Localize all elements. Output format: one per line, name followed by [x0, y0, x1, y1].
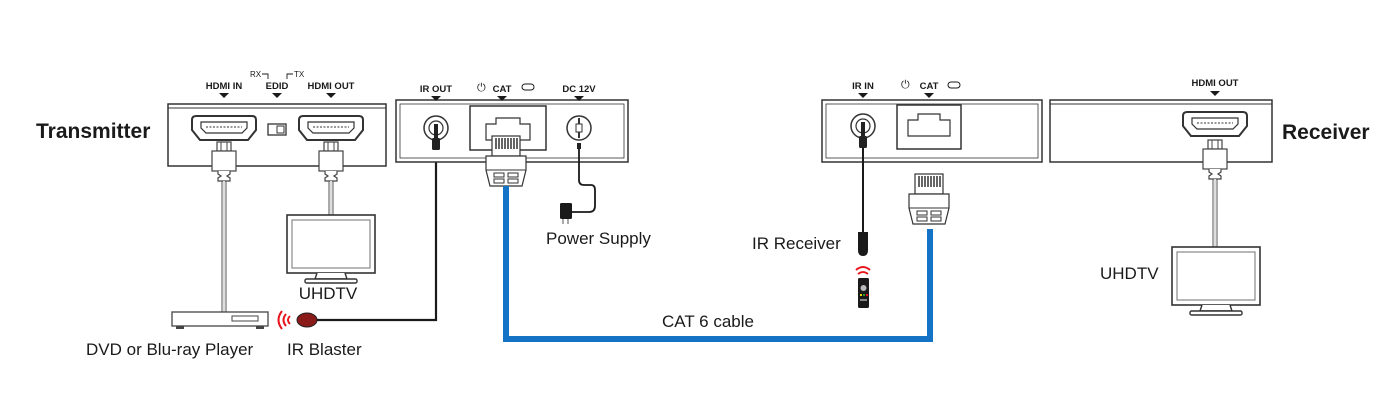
- link-indicator-icon: [521, 83, 535, 91]
- tx-display-label: UHDTV: [299, 284, 358, 303]
- hdmi-cable-rx-display: [1212, 179, 1218, 247]
- tx-hdmi-in-port: [191, 115, 257, 141]
- tx-uhdtv-icon: [286, 214, 376, 284]
- rx-cat-plug: [908, 173, 950, 225]
- tx-cat-plug: [485, 135, 527, 187]
- ir-remote-signal-icon: [855, 266, 871, 275]
- hdmi-in-arrow-icon: [219, 93, 229, 98]
- dc-12v-label: DC 12V: [562, 84, 596, 95]
- tx-hdmi-out-port: [298, 115, 364, 141]
- power-supply-icon: [560, 203, 572, 224]
- tx-cat-label: CAT: [493, 84, 512, 95]
- remote-control-icon: [858, 278, 869, 308]
- hdmi-cable-source: [221, 181, 227, 312]
- rx-hdmi-out-label: HDMI OUT: [1192, 78, 1239, 89]
- power-indicator-icon: ⏻: [477, 82, 486, 94]
- ir-out-label: IR OUT: [420, 84, 452, 95]
- hdmi-cable-tx-display: [328, 181, 334, 215]
- receiver-title: Receiver: [1282, 121, 1370, 144]
- rx-cat-port: [896, 104, 962, 150]
- cat6-cable: [503, 186, 933, 342]
- rx-display-label: UHDTV: [1100, 264, 1159, 283]
- ir-in-arrow-icon: [858, 93, 868, 98]
- edid-arrow-icon: [272, 93, 282, 98]
- edid-switch: [267, 123, 287, 136]
- ir-blaster-icon: [296, 312, 318, 328]
- hdmi-in-label: HDMI IN: [206, 81, 243, 92]
- dc-jack: [566, 115, 592, 149]
- rx-link-indicator-icon: [947, 81, 961, 89]
- hdmi-out-arrow-icon: [326, 93, 336, 98]
- source-label: DVD or Blu-ray Player: [86, 340, 254, 359]
- dvd-player-icon: [171, 311, 269, 329]
- rx-uhdtv-icon: [1171, 246, 1261, 316]
- ir-signal-icon: [277, 310, 291, 330]
- ir-blaster-label: IR Blaster: [287, 340, 362, 359]
- edid-tx-label: TX: [294, 70, 305, 79]
- ir-in-jack: [850, 113, 876, 148]
- ir-blaster-cable: [317, 148, 438, 322]
- rx-cat-label: CAT: [920, 81, 939, 92]
- ir-out-jack: [423, 115, 449, 150]
- edid-rx-label: RX: [250, 70, 262, 79]
- rx-hdmi-out-arrow-icon: [1210, 91, 1220, 96]
- transmitter-title: Transmitter: [36, 120, 150, 143]
- hdmi-out-label: HDMI OUT: [308, 81, 355, 92]
- edid-label: EDID: [266, 81, 289, 92]
- cat6-cable-label: CAT 6 cable: [662, 312, 754, 331]
- power-supply-label: Power Supply: [546, 229, 651, 248]
- power-cable: [570, 149, 596, 213]
- rx-power-indicator-icon: ⏻: [901, 79, 910, 91]
- rx-cat-arrow-icon: [924, 93, 934, 98]
- rx-hdmi-out-port: [1182, 111, 1248, 137]
- ir-in-label: IR IN: [852, 81, 874, 92]
- ir-receiver-icon: [858, 232, 868, 256]
- ir-receiver-label: IR Receiver: [752, 234, 841, 253]
